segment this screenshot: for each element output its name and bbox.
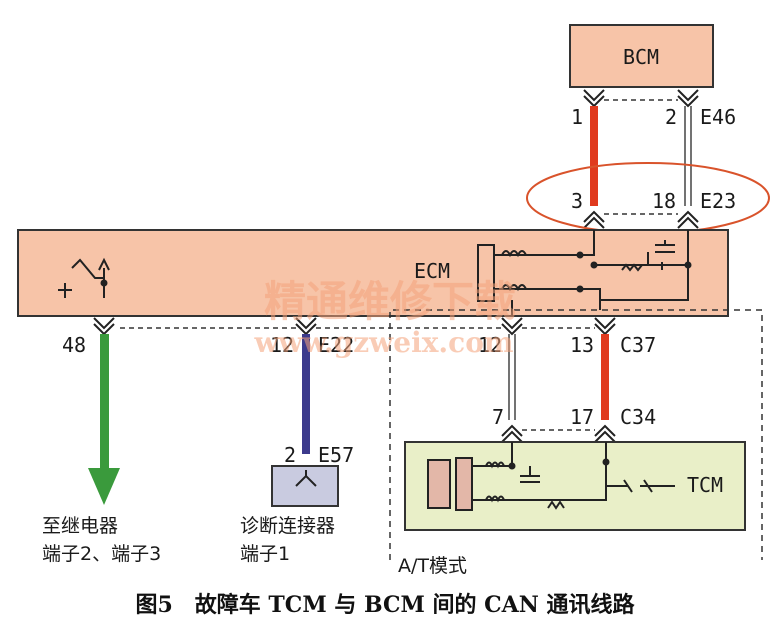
can-high-wire-bcm-ecm (590, 106, 598, 206)
relay-label-line1: 至继电器 (42, 515, 118, 537)
e22-connector-label: E22 (318, 333, 354, 357)
ecm-pin-12-e22: 12 (270, 333, 294, 357)
c37-connector-label: C37 (620, 333, 656, 357)
tcm-label: TCM (687, 473, 723, 497)
at-mode-label: A/T模式 (398, 555, 467, 577)
figure-caption: 图5 故障车 TCM 与 BCM 间的 CAN 通讯线路 (135, 592, 635, 618)
e57-connector-label: E57 (318, 443, 354, 467)
dlc-label-line1: 诊断连接器 (240, 515, 335, 537)
ecm-top-connector (583, 210, 699, 229)
bcm-module: BCM (569, 24, 714, 88)
ecm-pin-3: 3 (571, 189, 583, 213)
watermark-line2: www.gzweix.com (253, 326, 513, 359)
watermark-line1: 精通维修下载 (264, 277, 516, 326)
tcm-pin-17: 17 (570, 405, 594, 429)
tcm-connector (501, 424, 616, 443)
relay-arrow-icon (88, 468, 120, 505)
c34-connector-label: C34 (620, 405, 656, 429)
can-low-wire-bcm-ecm (684, 106, 692, 206)
at-mode-boundary (389, 309, 763, 560)
bcm-pin-1: 1 (571, 105, 583, 129)
bcm-label: BCM (623, 45, 659, 69)
relay-label-line2: 端子2、端子3 (42, 543, 161, 565)
can-high-wire-ecm-tcm (601, 334, 609, 420)
ecm-pin-18: 18 (652, 189, 676, 213)
ecm-internal-circuit (58, 230, 689, 316)
ecm-pin-13: 13 (570, 333, 594, 357)
tcm-pin-7: 7 (492, 405, 504, 429)
ecm-top-connector-label: E23 (700, 189, 736, 213)
dlc-label-line2: 端子1 (240, 543, 290, 565)
ecm-module: ECM (17, 229, 729, 317)
bcm-connector (583, 89, 699, 108)
ecm-label: ECM (414, 259, 450, 283)
dlc-pin-2: 2 (284, 443, 296, 467)
dlc-connector (271, 465, 339, 507)
bcm-pin-2: 2 (665, 105, 677, 129)
can-low-wire-ecm-tcm (508, 334, 516, 420)
ecm-pin-12-c37: 12 (478, 333, 502, 357)
bcm-connector-label: E46 (700, 105, 736, 129)
ecm-pin-48: 48 (62, 333, 86, 357)
dlc-wire (302, 334, 310, 454)
relay-wire (100, 334, 109, 474)
